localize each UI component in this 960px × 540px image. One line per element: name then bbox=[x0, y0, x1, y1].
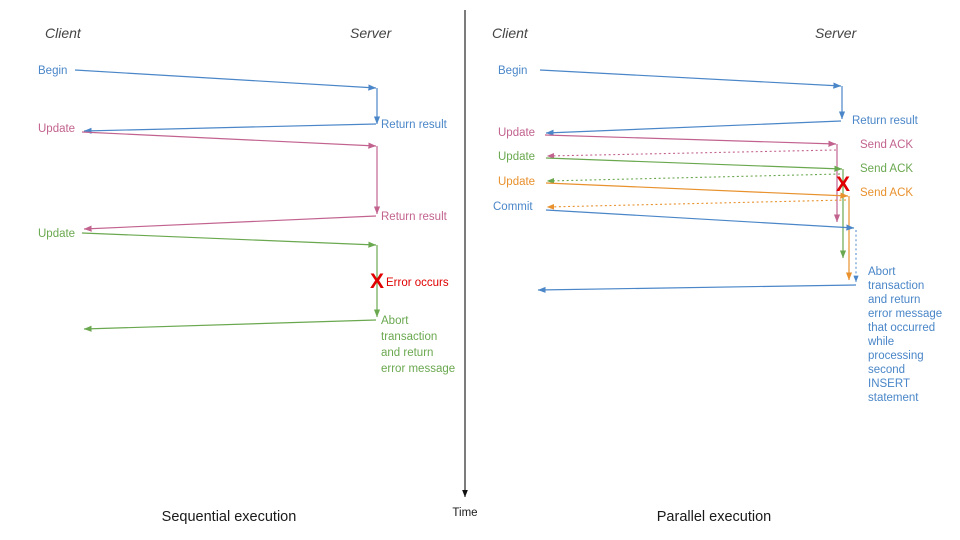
right-server-lifeline-label: Server bbox=[815, 25, 858, 41]
right-label-send-ack-3: Send ACK bbox=[860, 187, 913, 199]
right-label-send-ack-1: Send ACK bbox=[860, 139, 913, 151]
left-label-update-2: Update bbox=[38, 228, 75, 240]
left-error-label: Error occurs bbox=[386, 277, 449, 289]
right-abort-note-line-3: and return bbox=[868, 294, 920, 306]
right-abort-note-line-5: that occurred bbox=[868, 322, 935, 334]
left-error-marker: X Error occurs bbox=[370, 270, 449, 293]
left-message-update-2: Update bbox=[38, 228, 381, 332]
right-label-send-ack-2: Send ACK bbox=[860, 163, 913, 175]
left-error-x-icon: X bbox=[370, 270, 384, 293]
left-abort-note-line-2: transaction bbox=[381, 331, 437, 343]
right-message-update-1: Update Send ACK bbox=[498, 127, 913, 223]
right-abort-note: Abort transaction and return error messa… bbox=[867, 266, 942, 404]
left-label-update-1: Update bbox=[38, 123, 75, 135]
right-label-commit: Commit bbox=[493, 201, 533, 213]
right-message-abort-return bbox=[537, 284, 857, 293]
right-message-return-result: Return result bbox=[545, 115, 919, 136]
left-message-begin: Begin bbox=[38, 65, 381, 125]
right-message-update-3: Update Send ACK bbox=[498, 176, 913, 281]
right-message-update-2: Update Send ACK bbox=[498, 151, 913, 259]
left-abort-note: Abort transaction and return error messa… bbox=[381, 315, 455, 375]
left-label-return-result-2: Return result bbox=[381, 211, 448, 223]
right-abort-note-line-2: transaction bbox=[868, 280, 924, 292]
right-message-commit: Commit bbox=[493, 201, 859, 283]
right-abort-note-line-7: processing bbox=[868, 350, 924, 362]
right-abort-note-line-8: second bbox=[868, 364, 905, 376]
right-panel: Client Server Begin Return result Update… bbox=[492, 25, 942, 525]
right-error-marker: X bbox=[836, 173, 850, 196]
left-message-return-1: Return result bbox=[83, 119, 448, 134]
left-server-lifeline-label: Server bbox=[350, 25, 393, 41]
right-client-lifeline-label: Client bbox=[492, 25, 529, 41]
right-message-begin: Begin bbox=[498, 65, 846, 120]
right-abort-note-line-6: while bbox=[867, 336, 894, 348]
left-abort-note-line-1: Abort bbox=[381, 315, 409, 327]
left-label-return-result-1: Return result bbox=[381, 119, 448, 131]
left-abort-note-line-3: and return bbox=[381, 347, 433, 359]
time-axis-label: Time bbox=[452, 507, 477, 519]
right-panel-title: Parallel execution bbox=[657, 509, 771, 525]
right-abort-note-line-1: Abort bbox=[868, 266, 896, 278]
right-label-update-1: Update bbox=[498, 127, 535, 139]
right-label-return-result: Return result bbox=[852, 115, 919, 127]
left-message-return-2: Return result bbox=[83, 211, 448, 232]
right-label-update-3: Update bbox=[498, 176, 535, 188]
left-abort-note-line-4: error message bbox=[381, 363, 455, 375]
right-abort-note-line-9: INSERT bbox=[868, 378, 910, 390]
right-label-update-2: Update bbox=[498, 151, 535, 163]
right-label-begin: Begin bbox=[498, 65, 527, 77]
left-client-lifeline-label: Client bbox=[45, 25, 82, 41]
right-abort-note-line-4: error message bbox=[868, 308, 942, 320]
left-panel-title: Sequential execution bbox=[162, 509, 297, 525]
left-panel: Client Server Begin Return result Update… bbox=[38, 25, 455, 525]
left-label-begin: Begin bbox=[38, 65, 67, 77]
right-error-x-icon: X bbox=[836, 173, 850, 196]
left-message-update-1: Update bbox=[38, 123, 381, 215]
right-abort-note-line-10: statement bbox=[868, 392, 919, 404]
